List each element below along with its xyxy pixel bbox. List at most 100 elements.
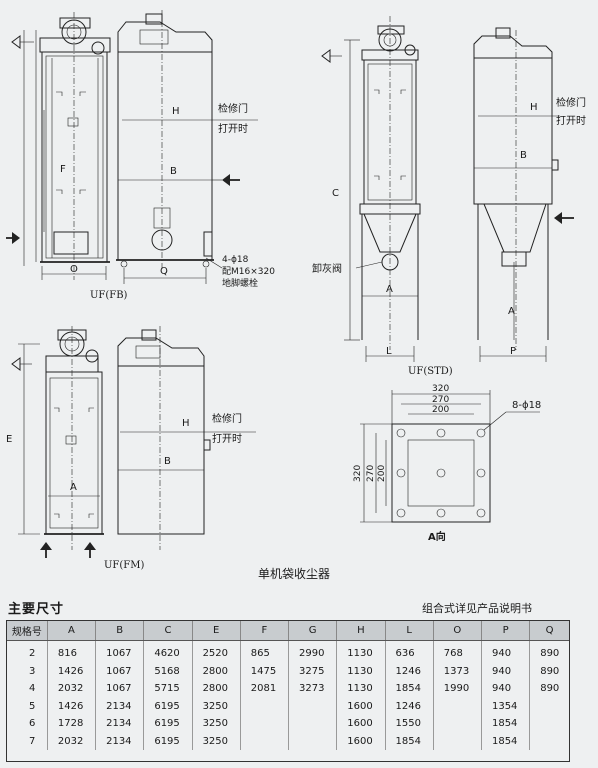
- table-cell: 2800: [191, 662, 241, 680]
- table-cell: [239, 697, 289, 715]
- table-cell: 6195: [143, 732, 193, 750]
- table-cell: 3250: [191, 715, 241, 733]
- table-header-cell: P: [480, 621, 530, 641]
- std-open-label-2: 打开时: [556, 114, 586, 127]
- table-cell: 1246: [384, 697, 434, 715]
- std-dim-l: L: [386, 346, 392, 357]
- table-header-cell: O: [432, 621, 482, 641]
- table-cell: 940: [480, 680, 530, 698]
- table-cell: 1854: [384, 732, 434, 750]
- std-open-label-1: 检修门: [556, 96, 586, 109]
- std-caption: UF(STD): [408, 366, 453, 377]
- table-cell: 2032: [46, 732, 96, 750]
- table-header-cell: G: [288, 621, 337, 641]
- table-cell: [529, 715, 569, 733]
- table-cell: [239, 732, 289, 750]
- table-cell: 1130: [336, 680, 385, 698]
- table-cell: [288, 715, 337, 733]
- a-view-holes: 8-ϕ18: [512, 400, 541, 411]
- std-dim-c: C: [332, 188, 339, 199]
- fb-dim-f: F: [60, 164, 66, 175]
- table-cell: 3250: [191, 732, 241, 750]
- table-cell: 1130: [336, 662, 385, 680]
- section-title: 主要尺寸: [8, 602, 65, 617]
- fm-front-view: [11, 326, 104, 558]
- table-cell: 7: [29, 735, 36, 747]
- table-cell: 3275: [288, 662, 337, 680]
- table-header-cell: 规格号: [7, 621, 48, 641]
- std-dim-h: H: [530, 102, 538, 113]
- table-cell: 6195: [143, 715, 193, 733]
- a-view-h270: 270: [366, 465, 376, 482]
- table-cell: 1600: [336, 732, 385, 750]
- fm-side-view: [117, 326, 256, 550]
- table-cell: 1373: [432, 662, 482, 680]
- fb-caption: UF(FB): [90, 290, 128, 301]
- table-cell: 2134: [95, 697, 144, 715]
- table-cell: 5168: [143, 662, 193, 680]
- table-cell: 1067: [95, 640, 144, 663]
- table-cell: [432, 715, 482, 733]
- table-cell: [432, 697, 482, 715]
- std-side-view: [473, 27, 574, 362]
- table-cell: 3250: [191, 697, 241, 715]
- table-cell: 1854: [480, 732, 530, 750]
- fb-dim-q: Q: [160, 266, 168, 277]
- table-cell: 1854: [480, 715, 530, 733]
- table-cell: 4620: [143, 640, 193, 663]
- std-front-view: [321, 16, 421, 362]
- table-header-cell: C: [143, 621, 193, 641]
- table-cell: 2990: [288, 640, 337, 663]
- table-cell: 890: [529, 640, 569, 663]
- table-cell: 2032: [46, 680, 96, 698]
- table-cell: 1426: [46, 697, 96, 715]
- table-cell: [529, 697, 569, 715]
- fm-dim-e: E: [6, 434, 12, 445]
- table-cell: 865: [239, 640, 289, 663]
- fm-dim-a: A: [70, 482, 77, 493]
- fm-dim-h: H: [182, 418, 190, 429]
- table-cell: [288, 697, 337, 715]
- note-text: 组合式详见产品说明书: [422, 602, 532, 615]
- fm-open-label-2: 打开时: [212, 432, 242, 445]
- table-cell: [529, 732, 569, 750]
- std-dim-p: P: [510, 346, 516, 357]
- table-cell: 6195: [143, 697, 193, 715]
- table-cell: 1990: [432, 680, 482, 698]
- table-header-cell: Q: [529, 621, 569, 641]
- fm-dim-b: B: [164, 456, 171, 467]
- table-cell: [432, 732, 482, 750]
- a-view-h200: 200: [377, 465, 387, 482]
- std-valve-label: 卸灰阀: [312, 262, 342, 275]
- fb-dim-h: H: [172, 106, 180, 117]
- table-cell: 1067: [95, 680, 144, 698]
- table-cell: 2134: [95, 732, 144, 750]
- a-view-w200: 200: [432, 405, 449, 415]
- table-cell: 890: [529, 680, 569, 698]
- table-cell: [239, 715, 289, 733]
- table-cell: 1426: [46, 662, 96, 680]
- table-cell: 1550: [384, 715, 434, 733]
- table-cell: 768: [432, 640, 482, 663]
- table-header-cell: B: [95, 621, 144, 641]
- table-cell: 2800: [191, 680, 241, 698]
- table-header-cell: E: [191, 621, 241, 641]
- fm-open-label-1: 检修门: [212, 412, 242, 425]
- table-header-cell: F: [239, 621, 289, 641]
- std-dim-a-right: A: [508, 306, 515, 317]
- figure-caption: 单机袋收尘器: [258, 567, 331, 581]
- table-cell: 636: [384, 640, 434, 663]
- fb-bolt-line1: 4-ϕ18: [222, 255, 249, 265]
- table-cell: 2134: [95, 715, 144, 733]
- table-cell: 1854: [384, 680, 434, 698]
- table-cell: 1354: [480, 697, 530, 715]
- fb-open-label-2: 打开时: [218, 122, 248, 135]
- table-cell: 1067: [95, 662, 144, 680]
